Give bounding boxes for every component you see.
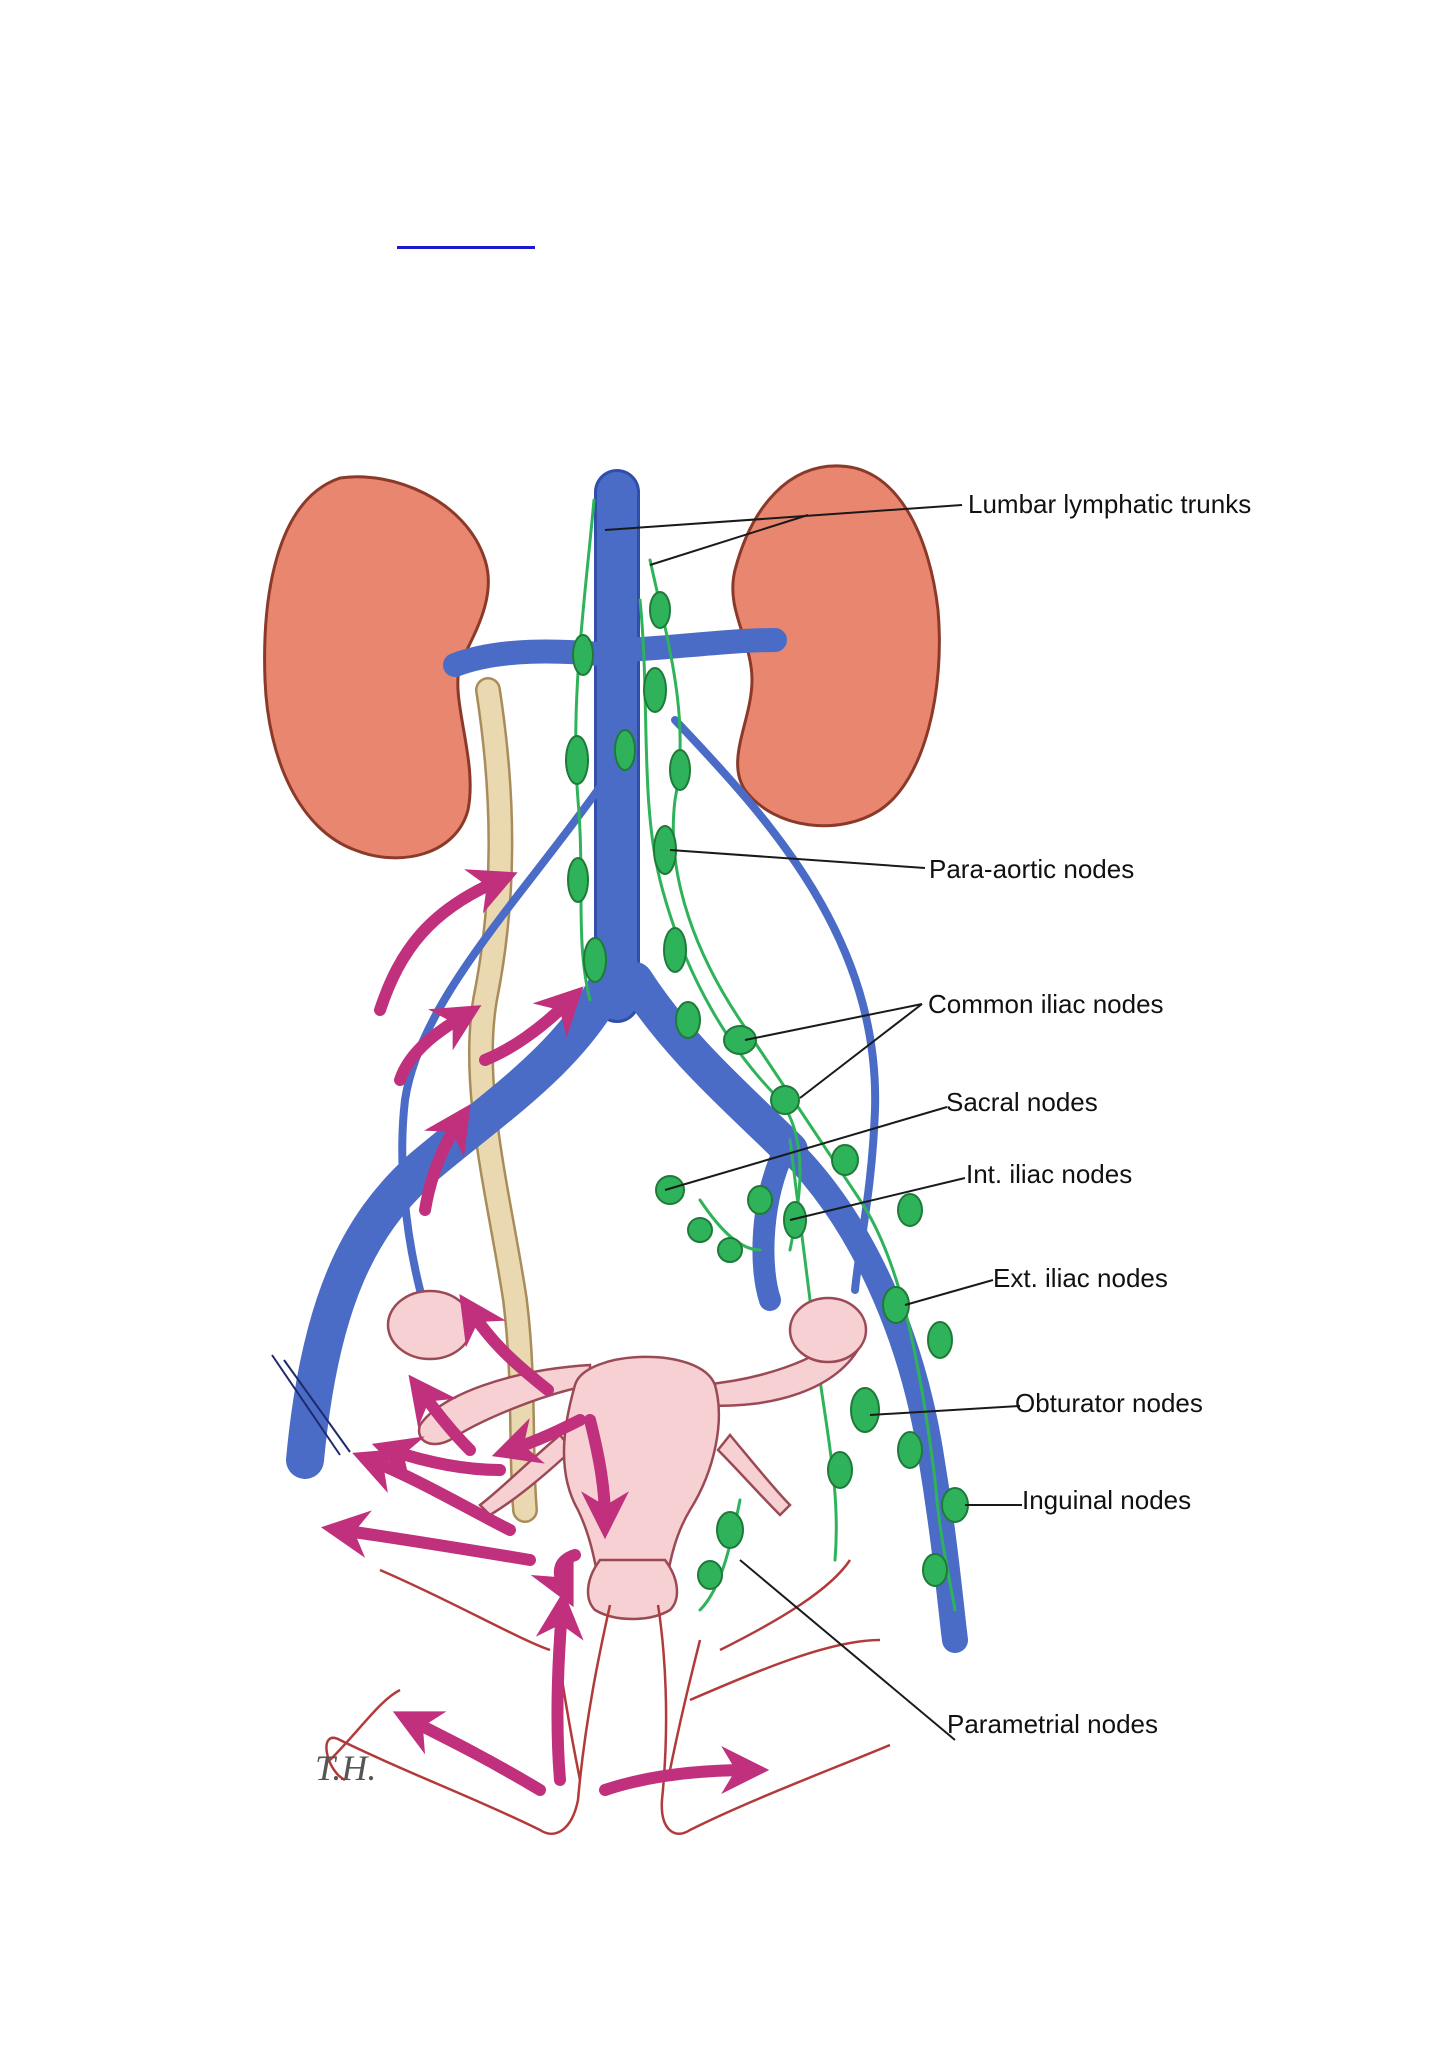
top-link-underline[interactable] [397,246,535,249]
artist-signature: T.H. [315,1748,376,1788]
right-kidney [731,464,941,828]
right-round-ligament [716,1433,792,1517]
cervix [586,1558,679,1621]
label-para-aortic-nodes: Para-aortic nodes [929,854,1134,884]
uterus-body [562,1355,721,1592]
label-parametrial-nodes: Parametrial nodes [947,1709,1158,1739]
label-common-iliac-nodes: Common iliac nodes [928,989,1164,1019]
label-inguinal-nodes: Inguinal nodes [1022,1485,1191,1515]
label-int-iliac-nodes: Int. iliac nodes [966,1159,1132,1189]
label-lumbar-lymphatic-trunks: Lumbar lymphatic trunks [968,489,1251,519]
right-internal-iliac [752,1149,791,1311]
left-kidney [263,475,490,860]
spread-arrows [320,869,770,1796]
uterus-group [386,1289,868,1621]
right-common-iliac [617,962,808,1168]
right-renal-vessel [613,628,787,662]
pelvic-outlines [325,1559,891,1835]
margin-marks [271,1354,351,1456]
leader-lines [604,504,1022,1741]
labels: Lumbar lymphatic trunks Para-aortic node… [928,489,1251,1739]
left-gonadal-vessel [398,776,609,1294]
label-ext-iliac-nodes: Ext. iliac nodes [993,1263,1168,1293]
label-sacral-nodes: Sacral nodes [946,1087,1098,1117]
right-ovary [788,1296,868,1364]
lymph-nodes [565,591,969,1590]
left-common-iliac [286,961,629,1479]
left-ovary [386,1289,474,1361]
right-external-iliac [777,1137,968,1653]
vessels [286,469,968,1653]
label-obturator-nodes: Obturator nodes [1015,1388,1203,1418]
